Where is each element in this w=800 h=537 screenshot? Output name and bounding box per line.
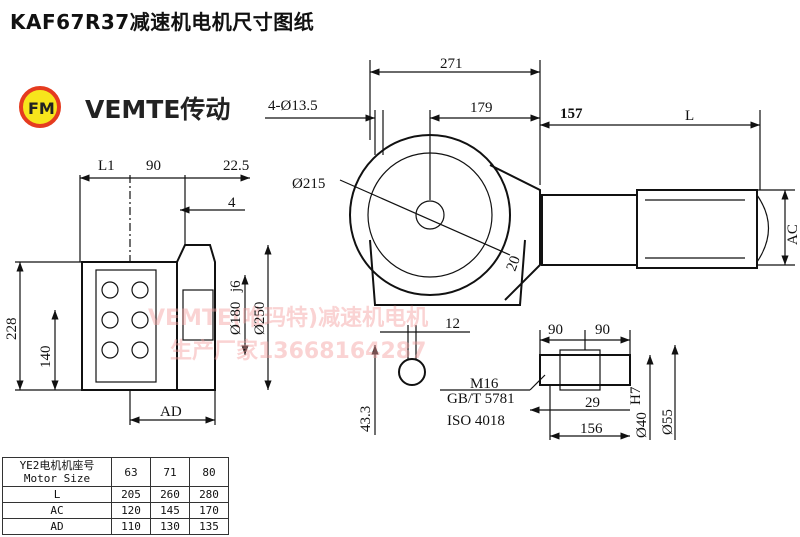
- shaft-section: [371, 325, 470, 435]
- vemte-logo: FM: [19, 86, 61, 128]
- brand-name: VEMTE传动: [85, 95, 231, 124]
- hollow-shaft: [440, 330, 679, 440]
- table-row: AC 120 145 170: [2, 502, 229, 519]
- dim-29: 29: [585, 395, 600, 411]
- dim-12: 12: [445, 316, 460, 332]
- cell: 135: [189, 518, 229, 535]
- gbt-standard: GB/T 5781: [447, 391, 515, 407]
- dim-ac: AC: [785, 224, 800, 245]
- dim-90-c: 90: [595, 322, 610, 338]
- dim-157: 157: [560, 106, 583, 122]
- dim-271: 271: [440, 56, 463, 72]
- front-view: [265, 60, 541, 306]
- dim-90: 90: [146, 158, 161, 174]
- cell: 130: [150, 518, 190, 535]
- motor: [540, 110, 795, 269]
- watermark-line2: 生产厂家13668164287: [170, 338, 426, 364]
- header-en: Motor Size: [23, 472, 91, 485]
- cell: 110: [111, 518, 151, 535]
- row-label: AD: [2, 518, 112, 535]
- dim-d215: Ø215: [292, 176, 325, 192]
- cell: 170: [189, 502, 229, 519]
- size-63: 63: [111, 457, 151, 487]
- iso-standard: ISO 4018: [447, 413, 505, 429]
- cell: 205: [111, 486, 151, 503]
- size-71: 71: [150, 457, 190, 487]
- dim-228: 228: [4, 318, 20, 341]
- row-label: AC: [2, 502, 112, 519]
- size-80: 80: [189, 457, 229, 487]
- dim-140: 140: [38, 346, 54, 369]
- dim-179: 179: [470, 100, 493, 116]
- dim-l1: L1: [98, 158, 115, 174]
- dim-l: L: [685, 108, 694, 124]
- dim-22-5: 22.5: [223, 158, 249, 174]
- dim-90-b: 90: [548, 322, 563, 338]
- dim-4: 4: [228, 195, 236, 211]
- svg-text:FM: FM: [28, 99, 55, 118]
- dim-d180-tolerance: j6: [228, 280, 244, 293]
- row-label: L: [2, 486, 112, 503]
- dim-d40-tolerance: H7: [628, 386, 644, 405]
- watermark-line1: VEMTE(唯玛特)减速机电机: [148, 305, 428, 331]
- side-view: [15, 174, 272, 425]
- dim-holes: 4-Ø13.5: [268, 98, 318, 114]
- table-row: L 205 260 280: [2, 486, 229, 503]
- header-cn: YE2电机机座号: [19, 459, 95, 472]
- dim-156: 156: [580, 421, 603, 437]
- table-header-label: YE2电机机座号 Motor Size: [2, 457, 112, 487]
- dim-20: 20: [504, 254, 524, 274]
- cell: 260: [150, 486, 190, 503]
- dim-43-3: 43.3: [358, 406, 374, 432]
- dim-d40: Ø40: [634, 412, 650, 438]
- dim-d250: Ø250: [252, 302, 268, 335]
- table-row: AD 110 130 135: [2, 518, 229, 535]
- cell: 120: [111, 502, 151, 519]
- dim-d180: Ø180: [228, 302, 244, 335]
- dim-d55: Ø55: [660, 409, 676, 435]
- dim-ad: AD: [160, 404, 182, 420]
- table-header-row: YE2电机机座号 Motor Size 63 71 80: [2, 457, 229, 487]
- page-title: KAF67R37减速机电机尺寸图纸: [10, 10, 315, 34]
- cell: 280: [189, 486, 229, 503]
- bolt-spec: M16: [470, 376, 499, 392]
- cell: 145: [150, 502, 190, 519]
- motor-size-table: YE2电机机座号 Motor Size 63 71 80 L 205 260 2…: [2, 457, 229, 535]
